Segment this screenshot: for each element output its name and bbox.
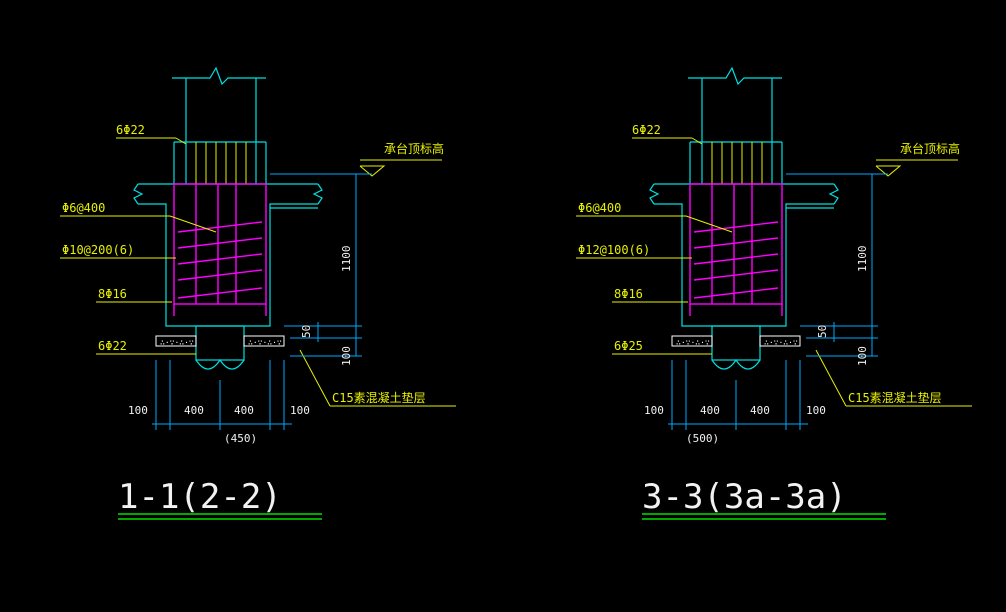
section-title: 3-3(3a-3a): [642, 477, 847, 517]
tie-label: Φ6@400: [62, 201, 105, 215]
column-bars: [195, 142, 247, 184]
cover-top-dim: 50: [816, 325, 829, 338]
elevation-label: 承台顶标高: [900, 141, 960, 156]
cover-top-dim: 50: [300, 325, 313, 338]
svg-text:∴·∵·∴·∵: ∴·∵·∴·∵: [248, 338, 282, 347]
column-bars: [711, 142, 763, 184]
dim-a: 400: [700, 404, 720, 417]
side-bars-label: 8Φ16: [98, 287, 127, 301]
stirrup-label: Φ10@200(6): [62, 243, 134, 257]
cover-bottom-dim: 100: [340, 346, 353, 366]
pad-label: C15素混凝土垫层: [332, 390, 426, 405]
elevation-label: 承台顶标高: [384, 141, 444, 156]
svg-text:∴·∵·∴·∵: ∴·∵·∴·∵: [160, 338, 194, 347]
bottom-bars-label: 6Φ22: [98, 339, 127, 353]
width-dim: (500): [686, 432, 719, 445]
column-outline: [133, 66, 323, 370]
dimension-lines: [668, 173, 888, 430]
dim-right: 100: [290, 404, 310, 417]
rebar-cage: [173, 183, 267, 316]
section-3-3: ∴·∵·∴·∵ ∴·∵·∴·∵: [576, 66, 972, 520]
width-dim: (450): [224, 432, 257, 445]
dim-a: 400: [184, 404, 204, 417]
pad-label: C15素混凝土垫层: [848, 390, 942, 405]
height-dim: 1100: [340, 246, 353, 273]
height-dim: 1100: [856, 246, 869, 273]
dim-right: 100: [806, 404, 826, 417]
top-bars-label: 6Φ22: [116, 123, 145, 137]
dim-b: 400: [234, 404, 254, 417]
section-title: 1-1(2-2): [118, 477, 282, 517]
leaders: [576, 137, 972, 407]
dim-b: 400: [750, 404, 770, 417]
column-outline: [649, 66, 839, 370]
cushion-pad: ∴·∵·∴·∵ ∴·∵·∴·∵: [671, 335, 801, 347]
tie-label: Φ6@400: [578, 201, 621, 215]
section-1-1: ∴·∵·∴·∵ ∴·∵·∴·∵: [60, 66, 456, 520]
dim-left: 100: [644, 404, 664, 417]
stirrup-label: Φ12@100(6): [578, 243, 650, 257]
svg-text:∴·∵·∴·∵: ∴·∵·∴·∵: [676, 338, 710, 347]
dim-left: 100: [128, 404, 148, 417]
leaders: [60, 137, 456, 407]
cushion-pad: ∴·∵·∴·∵ ∴·∵·∴·∵: [155, 335, 285, 347]
top-bars-label: 6Φ22: [632, 123, 661, 137]
rebar-cage: [689, 183, 783, 316]
title-underline: [118, 513, 322, 520]
svg-text:∴·∵·∴·∵: ∴·∵·∴·∵: [764, 338, 798, 347]
dimension-lines: [152, 173, 372, 430]
title-underline: [642, 513, 886, 520]
cover-bottom-dim: 100: [856, 346, 869, 366]
side-bars-label: 8Φ16: [614, 287, 643, 301]
bottom-bars-label: 6Φ25: [614, 339, 643, 353]
